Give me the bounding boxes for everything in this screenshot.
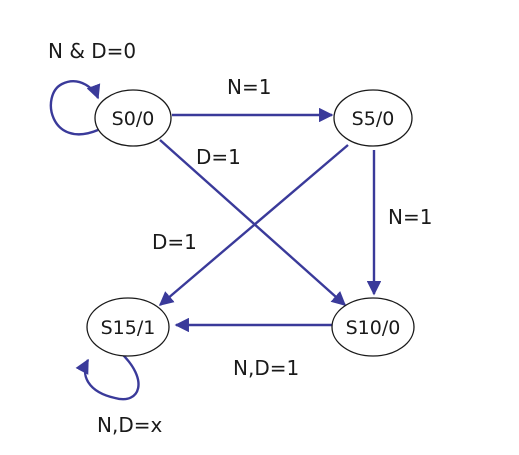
- transition-s5-s15-label: D=1: [152, 230, 197, 254]
- edge-s0-self: [49, 80, 101, 136]
- state-s0-node: [94, 89, 172, 147]
- transition-s0-self-label: N & D=0: [48, 39, 136, 63]
- state-s10-node: [331, 297, 415, 357]
- edge-s0-to-s10: [159, 139, 347, 306]
- transition-s5-s10-label: N=1: [388, 205, 432, 229]
- state-s15-label: S15/1: [101, 317, 156, 339]
- transition-s10-s15-label: N,D=1: [233, 356, 299, 380]
- transition-s15-self-label: N,D=x: [97, 413, 162, 437]
- edge-s5-to-s15: [158, 144, 349, 306]
- state-s0-label: S0/0: [112, 108, 155, 130]
- state-s5-node: [333, 89, 413, 147]
- state-s5-label: S5/0: [352, 108, 395, 130]
- state-s15-node: [86, 297, 170, 357]
- state-s10-label: S10/0: [346, 317, 401, 339]
- transition-s0-s10-label: D=1: [196, 145, 241, 169]
- transition-s0-s5-label: N=1: [227, 75, 271, 99]
- edge-s15-self: [75, 351, 140, 401]
